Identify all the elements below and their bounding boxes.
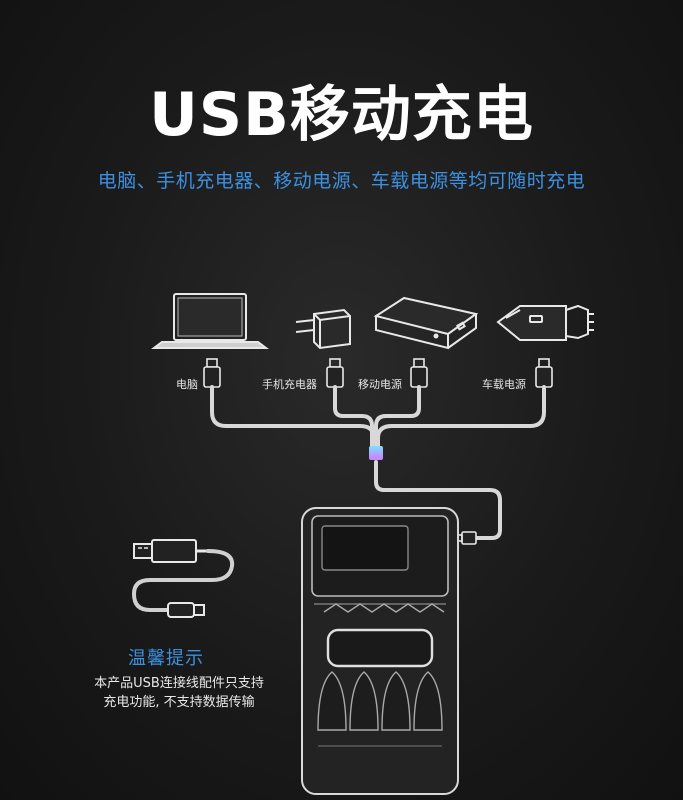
laptop-icon <box>151 293 269 349</box>
page-subtitle: 电脑、手机充电器、移动电源、车载电源等均可随时充电 <box>97 170 586 192</box>
cable-junction <box>369 446 383 460</box>
source-label-laptop: 电脑 <box>176 378 198 391</box>
tip-line-2: 充电功能, 不支持数据传输 <box>103 695 255 710</box>
usb-plug-power-bank <box>410 358 428 388</box>
source-label-adapter: 手机充电器 <box>262 378 317 391</box>
tip-title: 温馨提示 <box>128 648 204 669</box>
usb-plug-adapter <box>326 358 344 388</box>
wall-plug-adapter-icon <box>295 308 351 350</box>
usb-plug-laptop <box>203 358 221 388</box>
battery-charger-device <box>301 507 459 795</box>
car-charger-icon <box>496 304 594 341</box>
tip-line-1: 本产品USB连接线配件只支持 <box>94 676 264 691</box>
tip-text: 本产品USB连接线配件只支持 充电功能, 不支持数据传输 <box>60 674 298 712</box>
page-title: USB移动充电 <box>149 80 534 150</box>
source-label-car: 车载电源 <box>482 378 526 391</box>
source-label-power-bank: 移动电源 <box>358 378 402 391</box>
usb-cable <box>210 385 546 540</box>
power-bank-icon <box>373 296 479 350</box>
usb-plug-car <box>535 358 553 388</box>
usb-cable-accessory <box>131 539 235 618</box>
